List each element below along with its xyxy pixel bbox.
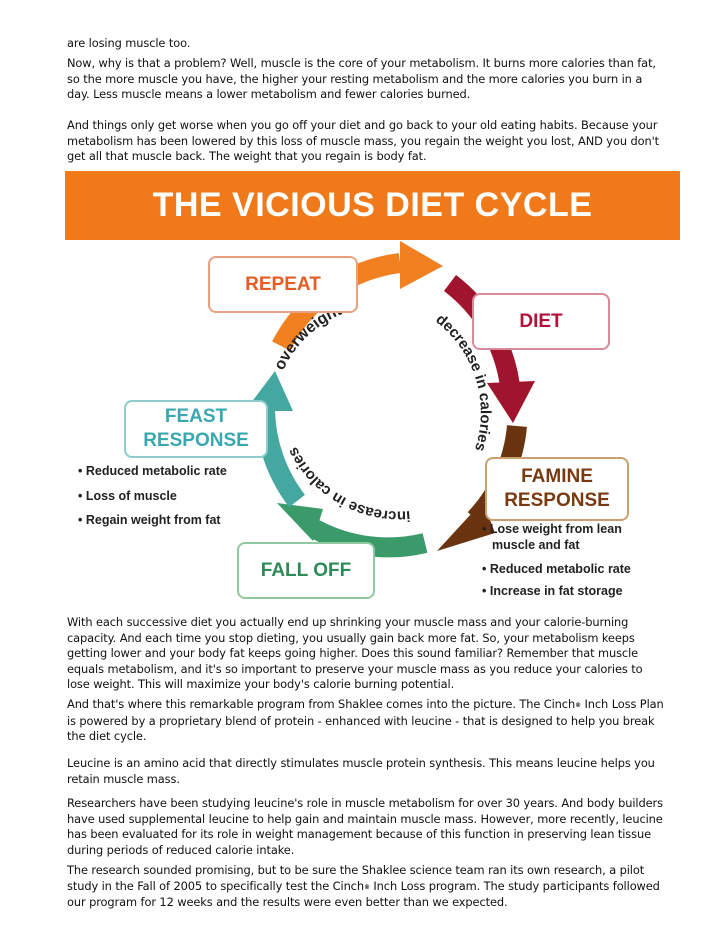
paragraph-shaklee-program: And that's where this remarkable program… xyxy=(67,697,664,744)
feast-bullet-list: Reduced metabolic rate Loss of muscle Re… xyxy=(78,459,227,533)
famine-bullet: Increase in fat storage xyxy=(482,580,631,602)
arrow-red-head xyxy=(487,381,535,423)
arrow-brown-head xyxy=(437,501,495,551)
figure-banner xyxy=(65,171,680,240)
paragraph-research: Researchers have been studying leucine's… xyxy=(67,796,663,857)
famine-bullet-list: Lose weight from lean muscle and fat Red… xyxy=(482,521,631,602)
feast-line-2: RESPONSE xyxy=(143,430,249,451)
famine-line-1: FAMINE xyxy=(521,466,593,487)
stage-diet: DIET xyxy=(472,293,610,350)
diet-cycle-figure: THE VICIOUS DIET CYCLE overweight decrea… xyxy=(65,171,680,607)
paragraph-pilot-study: The research sounded promising, but to b… xyxy=(67,863,660,910)
paragraph-regain-weight: And things only get worse when you go of… xyxy=(67,118,659,164)
famine-line-2: RESPONSE xyxy=(504,490,610,511)
feast-bullet: Regain weight from fat xyxy=(78,508,227,533)
feast-line-1: FEAST xyxy=(164,406,228,427)
feast-bullet: Reduced metabolic rate xyxy=(78,459,227,484)
paragraph-leucine: Leucine is an amino acid that directly s… xyxy=(67,756,655,786)
stage-repeat: REPEAT xyxy=(208,256,358,313)
stage-famine-response: FAMINE RESPONSE xyxy=(485,457,629,521)
arrow-orange-head xyxy=(400,241,443,289)
arrow-green-head xyxy=(277,503,323,541)
famine-bullet-continuation: muscle and fat xyxy=(492,538,580,552)
stage-feast-response: FEAST RESPONSE xyxy=(124,400,268,458)
famine-bullet: Lose weight from lean xyxy=(482,521,631,537)
feast-bullet: Loss of muscle xyxy=(78,484,227,509)
paragraph-successive-diet: With each successive diet you actually e… xyxy=(67,615,643,692)
paragraph-intro-fragment: are losing muscle too. xyxy=(67,36,191,50)
stage-fall-off: FALL OFF xyxy=(237,542,375,599)
paragraph-muscle-problem: Now, why is that a problem? Well, muscle… xyxy=(67,56,656,102)
famine-bullet: Reduced metabolic rate xyxy=(482,558,631,580)
figure-title: THE VICIOUS DIET CYCLE xyxy=(152,186,593,224)
